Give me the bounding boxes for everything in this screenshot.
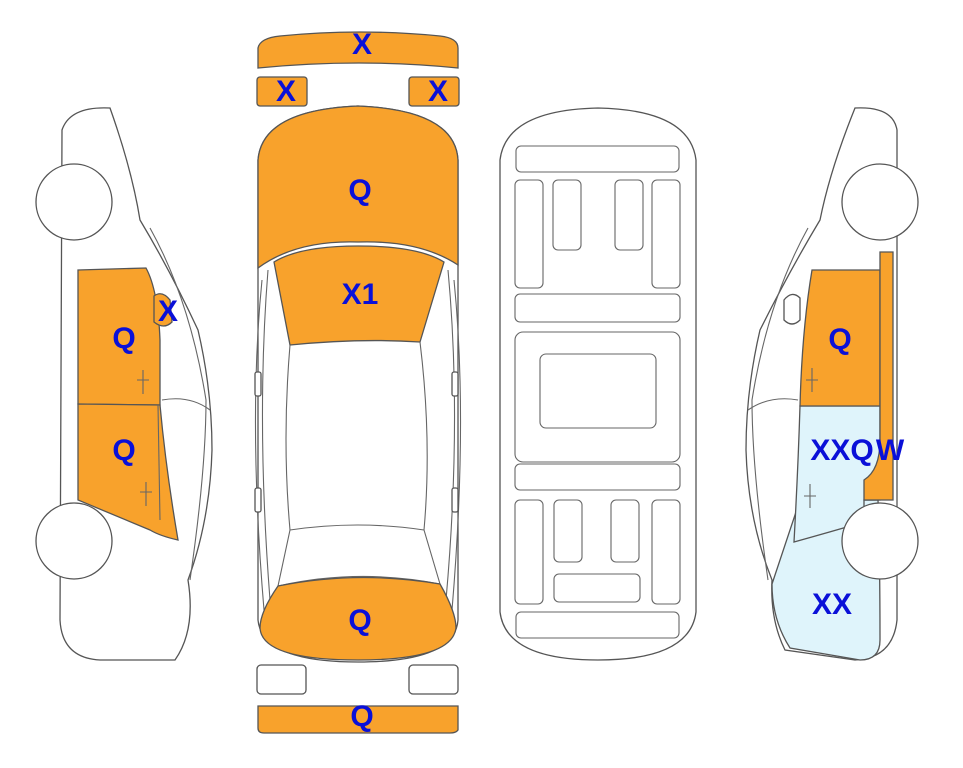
left-mirror-label: X bbox=[158, 295, 178, 328]
front-bumper-panel[interactable] bbox=[257, 31, 459, 69]
rear-bumper-panel[interactable] bbox=[257, 705, 459, 734]
trunk-label: Q bbox=[348, 604, 371, 637]
hood-panel[interactable] bbox=[257, 105, 459, 270]
right-front-door-panel[interactable] bbox=[799, 269, 881, 407]
right-headlight-label: X bbox=[428, 75, 448, 108]
hood-label: Q bbox=[348, 174, 371, 207]
front-bumper-label: X bbox=[352, 28, 372, 61]
left-mirror-panel[interactable] bbox=[153, 293, 173, 327]
left-headlight-panel[interactable] bbox=[256, 76, 308, 107]
right-rear-quarter-label: XX bbox=[812, 588, 852, 621]
right-side-view bbox=[745, 107, 919, 661]
right-pillar-panel[interactable] bbox=[863, 251, 894, 501]
right-rear-door-label: XXQ bbox=[810, 434, 873, 467]
right-front-door-label: Q bbox=[828, 323, 851, 356]
left-headlight-label: X bbox=[276, 75, 296, 108]
right-headlight-panel[interactable] bbox=[408, 76, 460, 107]
windshield-label: X1 bbox=[342, 278, 379, 311]
left-rear-door-panel[interactable] bbox=[77, 403, 179, 541]
left-rear-wheel bbox=[35, 502, 113, 580]
rear-bumper-label: Q bbox=[350, 700, 373, 733]
damage-labels: X X X Q X1 Q Q Q X Q Q XXQ W XX bbox=[112, 28, 905, 733]
underside-view bbox=[499, 107, 697, 661]
right-front-wheel bbox=[841, 163, 919, 241]
windshield-panel[interactable] bbox=[273, 245, 445, 346]
trunk-panel[interactable] bbox=[259, 576, 457, 661]
left-rear-door-label: Q bbox=[112, 434, 135, 467]
left-front-wheel bbox=[35, 163, 113, 241]
right-rear-wheel bbox=[841, 502, 919, 580]
top-view bbox=[254, 31, 462, 734]
left-front-door-label: Q bbox=[112, 322, 135, 355]
left-side-view bbox=[35, 107, 213, 661]
right-pillar-label: W bbox=[876, 434, 905, 467]
